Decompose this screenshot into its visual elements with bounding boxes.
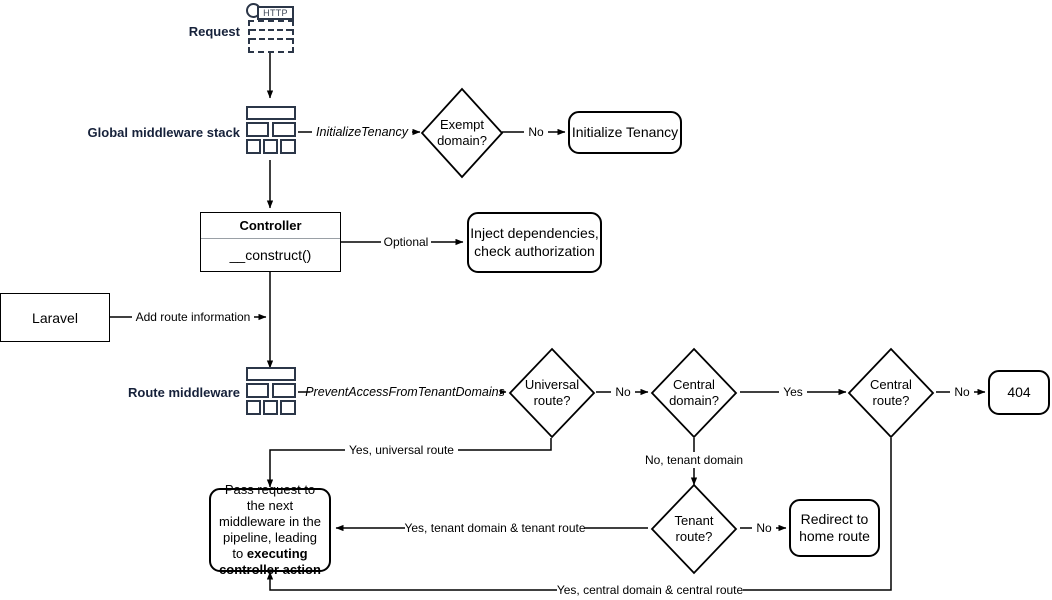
stack-row3-box1 bbox=[246, 139, 261, 154]
controller-header: Controller bbox=[201, 213, 340, 239]
edge-label-add-route-information: Add route information bbox=[132, 309, 254, 325]
edge-label-universal-no: No bbox=[611, 384, 635, 400]
edge-label-exempt-no: No bbox=[524, 124, 548, 140]
edge-label-central-domain-yes: Yes bbox=[779, 384, 807, 400]
central-route-text: Central route? bbox=[847, 347, 935, 439]
node-inject-dependencies[interactable]: Inject dependencies, check authorization bbox=[467, 212, 602, 273]
route-stack-row3-box2 bbox=[263, 400, 278, 415]
node-redirect-home[interactable]: Redirect to home route bbox=[789, 499, 880, 557]
route-stack-row1-box bbox=[246, 367, 296, 381]
decision-universal-route[interactable]: Universal route? bbox=[508, 347, 596, 439]
http-dashed-line-2 bbox=[250, 38, 292, 40]
middleware-stack-icon-route bbox=[246, 367, 298, 419]
edge-label-no-tenant-domain: No, tenant domain bbox=[644, 452, 744, 468]
exempt-domain-line2: domain? bbox=[437, 133, 487, 148]
decision-exempt-domain[interactable]: Exempt domain? bbox=[420, 87, 504, 179]
tenant-route-line2: route? bbox=[675, 529, 713, 544]
tenant-route-shape bbox=[650, 483, 738, 575]
http-label: HTTP bbox=[257, 6, 294, 20]
caption-route-middleware: Route middleware bbox=[128, 384, 240, 400]
edge-label-optional: Optional bbox=[381, 234, 431, 250]
node-controller[interactable]: Controller __construct() bbox=[200, 212, 341, 272]
redirect-home-line1: Redirect to bbox=[800, 510, 869, 527]
exempt-domain-shape bbox=[420, 87, 504, 179]
universal-route-text: Universal route? bbox=[508, 347, 596, 439]
central-domain-line1: Central bbox=[673, 377, 715, 393]
route-stack-row2-box2 bbox=[272, 383, 296, 398]
exempt-domain-line1: Exempt bbox=[439, 117, 485, 133]
stack-row3-box3 bbox=[280, 139, 296, 154]
central-domain-text: Central domain? bbox=[650, 347, 738, 439]
stack-row2-box2 bbox=[272, 122, 296, 137]
node-pass-request[interactable]: Pass request to the next middleware in t… bbox=[209, 482, 331, 577]
http-dashed-line-1 bbox=[250, 29, 292, 31]
central-domain-shape bbox=[650, 347, 738, 439]
universal-route-shape bbox=[508, 347, 596, 439]
edge-label-initialize-tenancy: InitializeTenancy bbox=[312, 124, 412, 140]
controller-method: __construct() bbox=[229, 247, 312, 263]
universal-route-line1: Universal bbox=[524, 377, 580, 393]
middleware-stack-icon-global bbox=[246, 106, 298, 158]
central-domain-line2: domain? bbox=[669, 393, 719, 408]
edge-label-tenant-route-no: No bbox=[752, 520, 776, 536]
edge-label-yes-universal-route: Yes, universal route bbox=[345, 442, 458, 458]
tenant-route-text: Tenant route? bbox=[650, 483, 738, 575]
redirect-home-line2: home route bbox=[799, 528, 870, 544]
node-404[interactable]: 404 bbox=[988, 370, 1050, 415]
laravel-label: Laravel bbox=[32, 309, 78, 326]
stack-row2-box1 bbox=[246, 122, 269, 137]
edge-label-yes-tenant-domain-tenant-route: Yes, tenant domain & tenant route bbox=[404, 520, 586, 536]
decision-central-domain[interactable]: Central domain? bbox=[650, 347, 738, 439]
edge-label-central-route-no: No bbox=[950, 384, 974, 400]
caption-global-middleware-stack: Global middleware stack bbox=[87, 124, 240, 140]
tenant-route-line1: Tenant bbox=[674, 513, 714, 529]
not-found-label: 404 bbox=[1007, 383, 1031, 400]
central-route-line1: Central bbox=[870, 377, 912, 393]
decision-central-route[interactable]: Central route? bbox=[847, 347, 935, 439]
pass-request-plain-text: Pass request to the next middleware in t… bbox=[219, 482, 321, 561]
stack-row1-box bbox=[246, 106, 296, 120]
route-stack-row3-box3 bbox=[280, 400, 296, 415]
node-laravel[interactable]: Laravel bbox=[0, 293, 110, 342]
stack-row3-box2 bbox=[263, 139, 278, 154]
central-route-line2: route? bbox=[872, 393, 910, 408]
decision-tenant-route[interactable]: Tenant route? bbox=[650, 483, 738, 575]
inject-dependencies-line1: Inject dependencies, bbox=[470, 225, 599, 242]
edge-label-yes-central-domain-central-route: Yes, central domain & central route bbox=[556, 582, 744, 598]
http-request-icon: HTTP bbox=[246, 3, 298, 55]
initialize-tenancy-label: Initialize Tenancy bbox=[571, 123, 679, 140]
edge-label-prevent-access: PreventAccessFromTenantDomains bbox=[305, 384, 505, 400]
pass-request-bold-text: executing controller action bbox=[219, 545, 321, 577]
inject-dependencies-line2: check authorization bbox=[474, 242, 595, 259]
exempt-domain-text: Exempt domain? bbox=[420, 87, 504, 179]
route-stack-row3-box1 bbox=[246, 400, 261, 415]
route-stack-row2-box1 bbox=[246, 383, 269, 398]
universal-route-line2: route? bbox=[533, 393, 571, 408]
caption-request: Request bbox=[188, 23, 240, 39]
http-dashed-body bbox=[248, 20, 294, 53]
central-route-shape bbox=[847, 347, 935, 439]
node-initialize-tenancy[interactable]: Initialize Tenancy bbox=[568, 111, 682, 154]
